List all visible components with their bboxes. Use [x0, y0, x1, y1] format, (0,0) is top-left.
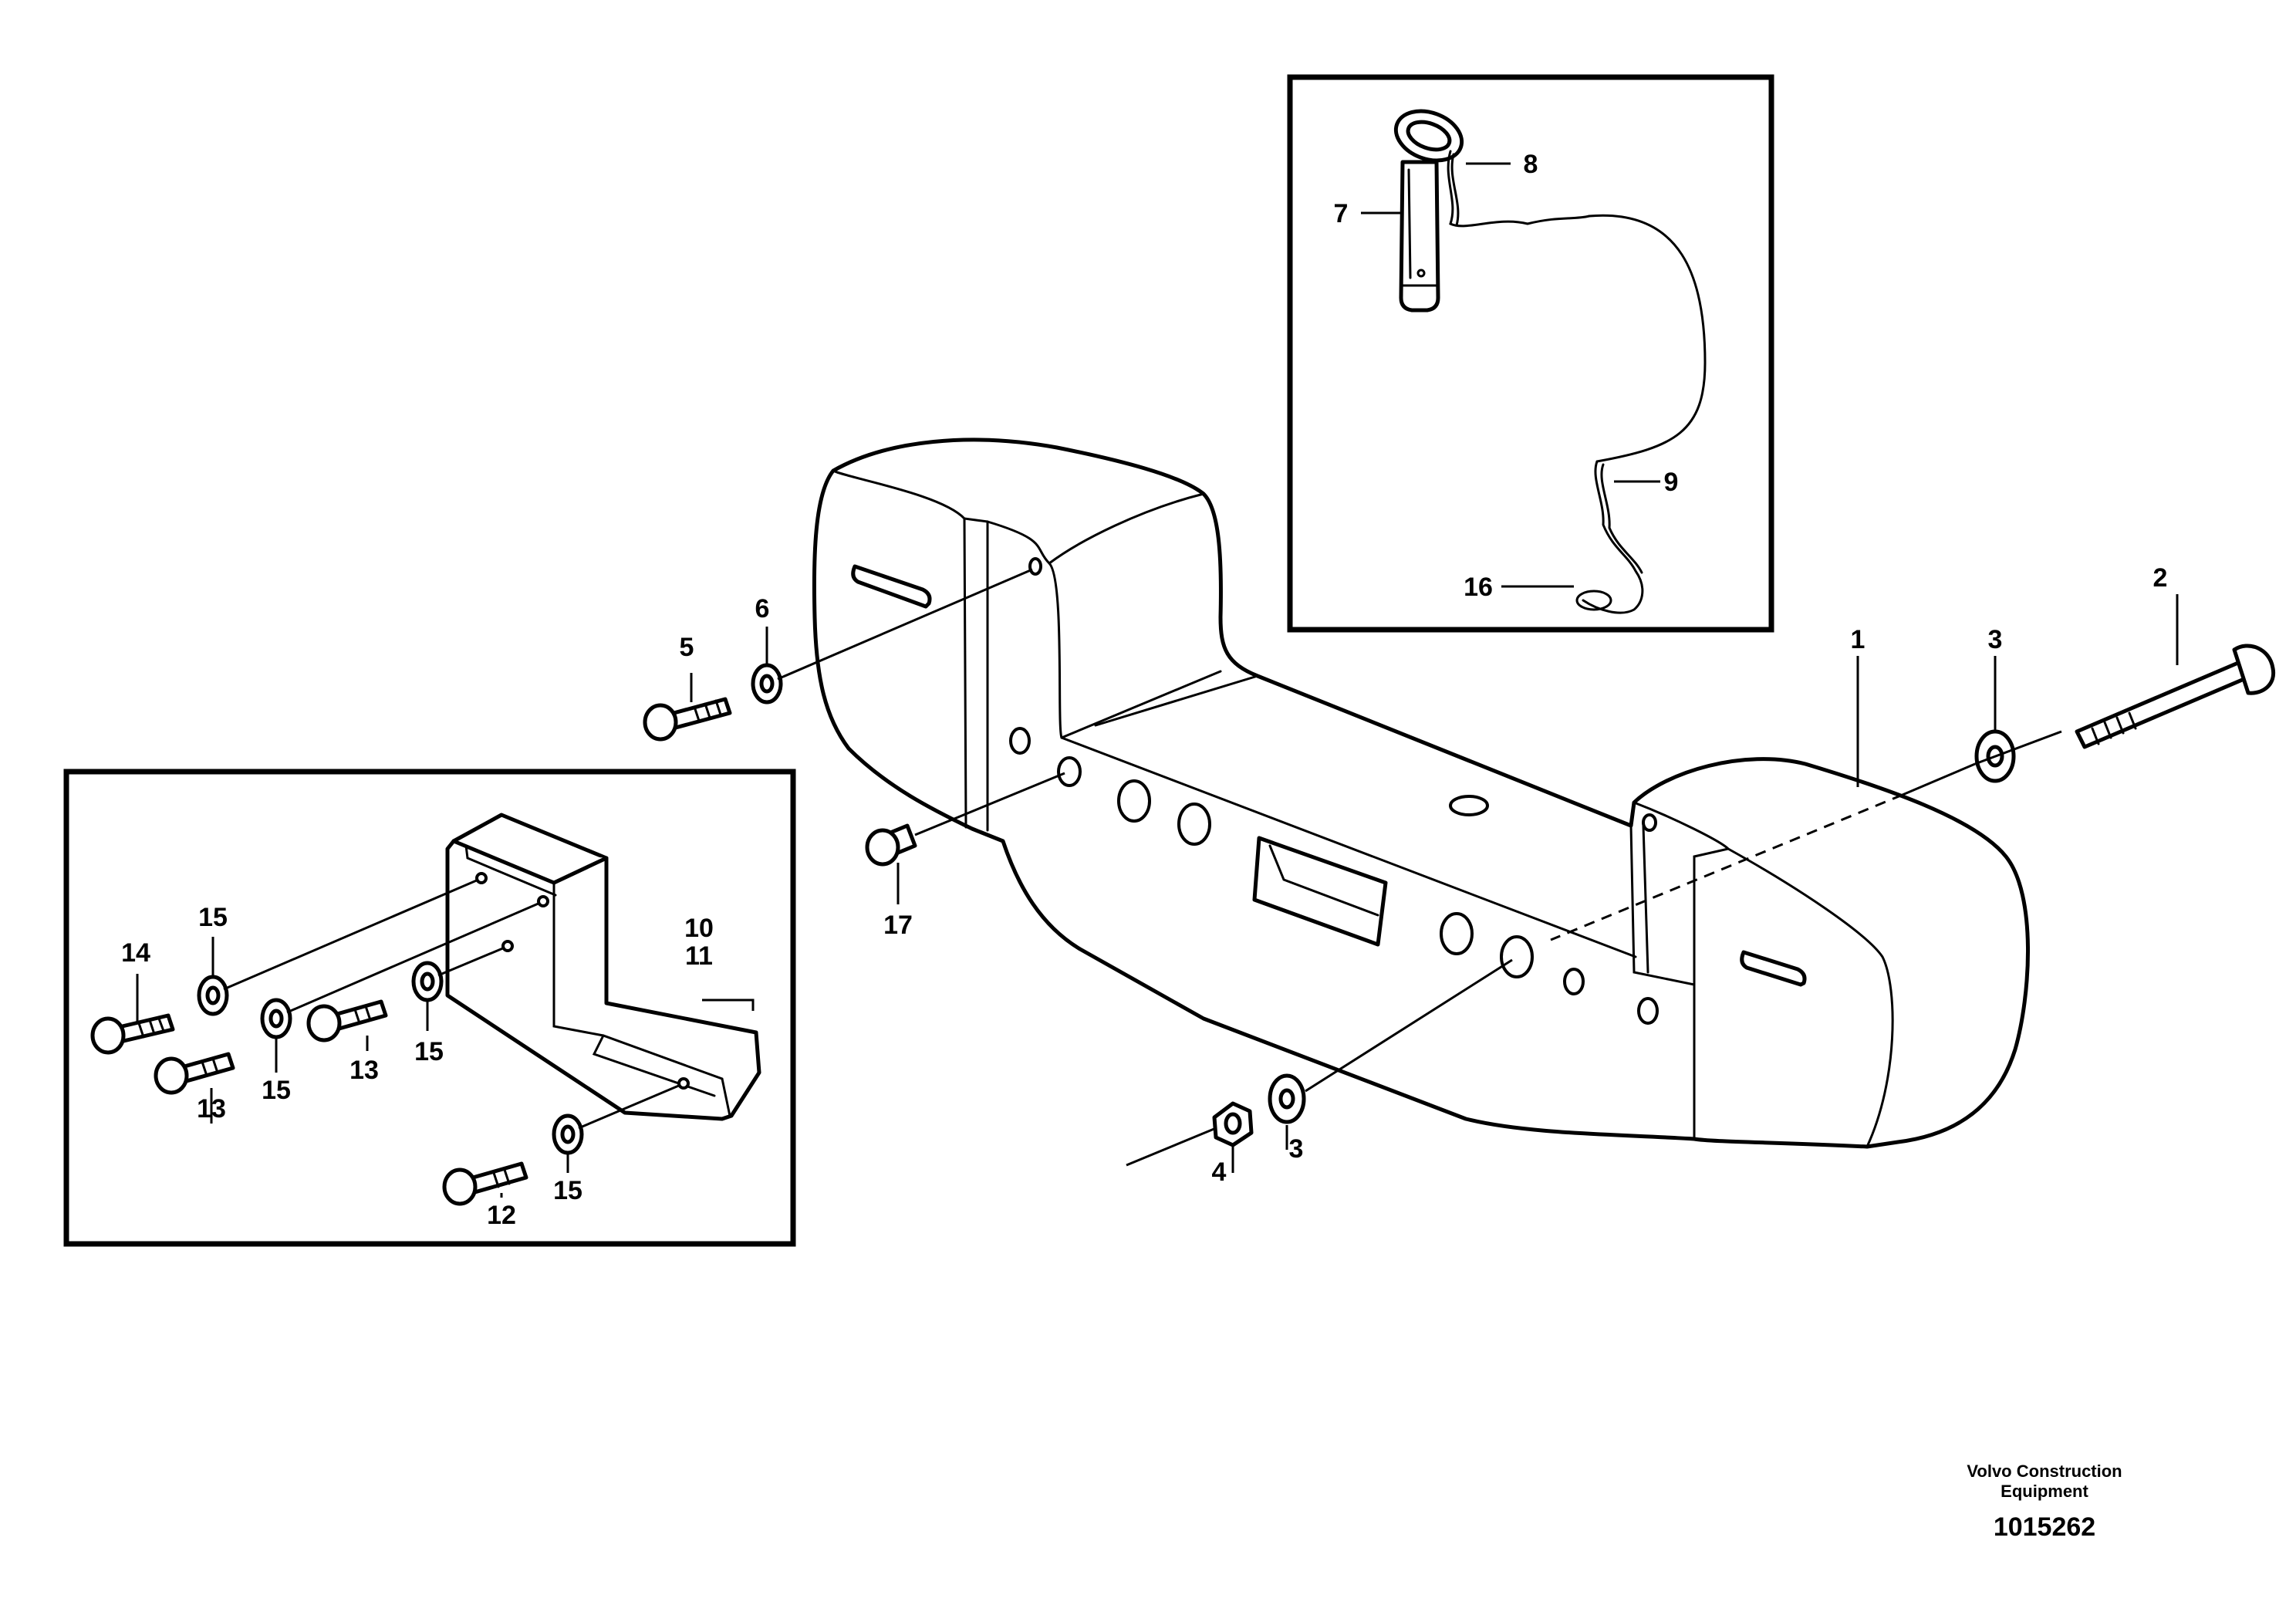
nut-4: [1212, 1101, 1254, 1147]
chain-upper: [1447, 150, 1591, 228]
label-2: 2: [2153, 563, 2168, 593]
label-7: 7: [1334, 199, 1349, 228]
label-6: 6: [755, 594, 770, 623]
bolt-13-b: [306, 999, 388, 1042]
label-15-c: 15: [414, 1037, 444, 1066]
washer-15-c: [411, 961, 444, 1002]
plate-inset: [63, 769, 796, 1247]
label-15-b: 15: [262, 1076, 291, 1105]
label-14: 14: [121, 938, 150, 968]
label-12: 12: [487, 1201, 516, 1230]
pin-inset: [1287, 74, 1774, 633]
bolt-13-a: [154, 1052, 235, 1095]
label-15-d: 15: [553, 1176, 582, 1205]
bolt-14: [90, 1013, 175, 1055]
part-labels: 1 2 3 3 4 5 6 7 8 9 10 11 12 13 13 14 15…: [121, 150, 2167, 1230]
label-15-a: 15: [198, 903, 228, 932]
bolt-2: [2075, 644, 2276, 749]
counterweight: [812, 438, 2031, 1149]
plug-17: [865, 823, 917, 867]
label-3-right: 3: [1988, 625, 2003, 654]
footer-company-line2: Equipment: [2001, 1482, 2088, 1501]
washer-6: [751, 663, 783, 705]
label-10: 10: [684, 914, 714, 943]
label-3-lower: 3: [1289, 1134, 1304, 1164]
bolt-12: [442, 1161, 528, 1206]
footer-company-line1: Volvo Construction: [1967, 1461, 2122, 1481]
chain-lower: [1575, 460, 1644, 614]
washer-3-lower: [1268, 1073, 1306, 1124]
footer: Volvo Construction Equipment 1015262: [1967, 1461, 2122, 1542]
leader-lines: [136, 162, 2179, 1198]
label-11: 11: [685, 941, 713, 971]
washer-15-d: [552, 1113, 584, 1155]
bolt-5: [643, 697, 732, 742]
label-16: 16: [1464, 573, 1493, 602]
label-8: 8: [1524, 150, 1538, 179]
pin-inset-frame: [1287, 74, 1774, 633]
footer-reference-number: 1015262: [1994, 1512, 2095, 1542]
label-13-a: 13: [197, 1094, 226, 1124]
label-9: 9: [1664, 468, 1679, 497]
plate-inset-frame: [63, 769, 796, 1247]
wire-cable: [1588, 214, 1707, 463]
label-4: 4: [1212, 1157, 1227, 1187]
washer-15-b: [260, 998, 292, 1039]
label-13-b: 13: [349, 1056, 379, 1085]
label-17: 17: [883, 911, 913, 940]
label-1: 1: [1851, 625, 1866, 654]
washer-15-a: [197, 975, 229, 1016]
label-5: 5: [680, 633, 694, 662]
locking-pin: [1393, 109, 1464, 313]
